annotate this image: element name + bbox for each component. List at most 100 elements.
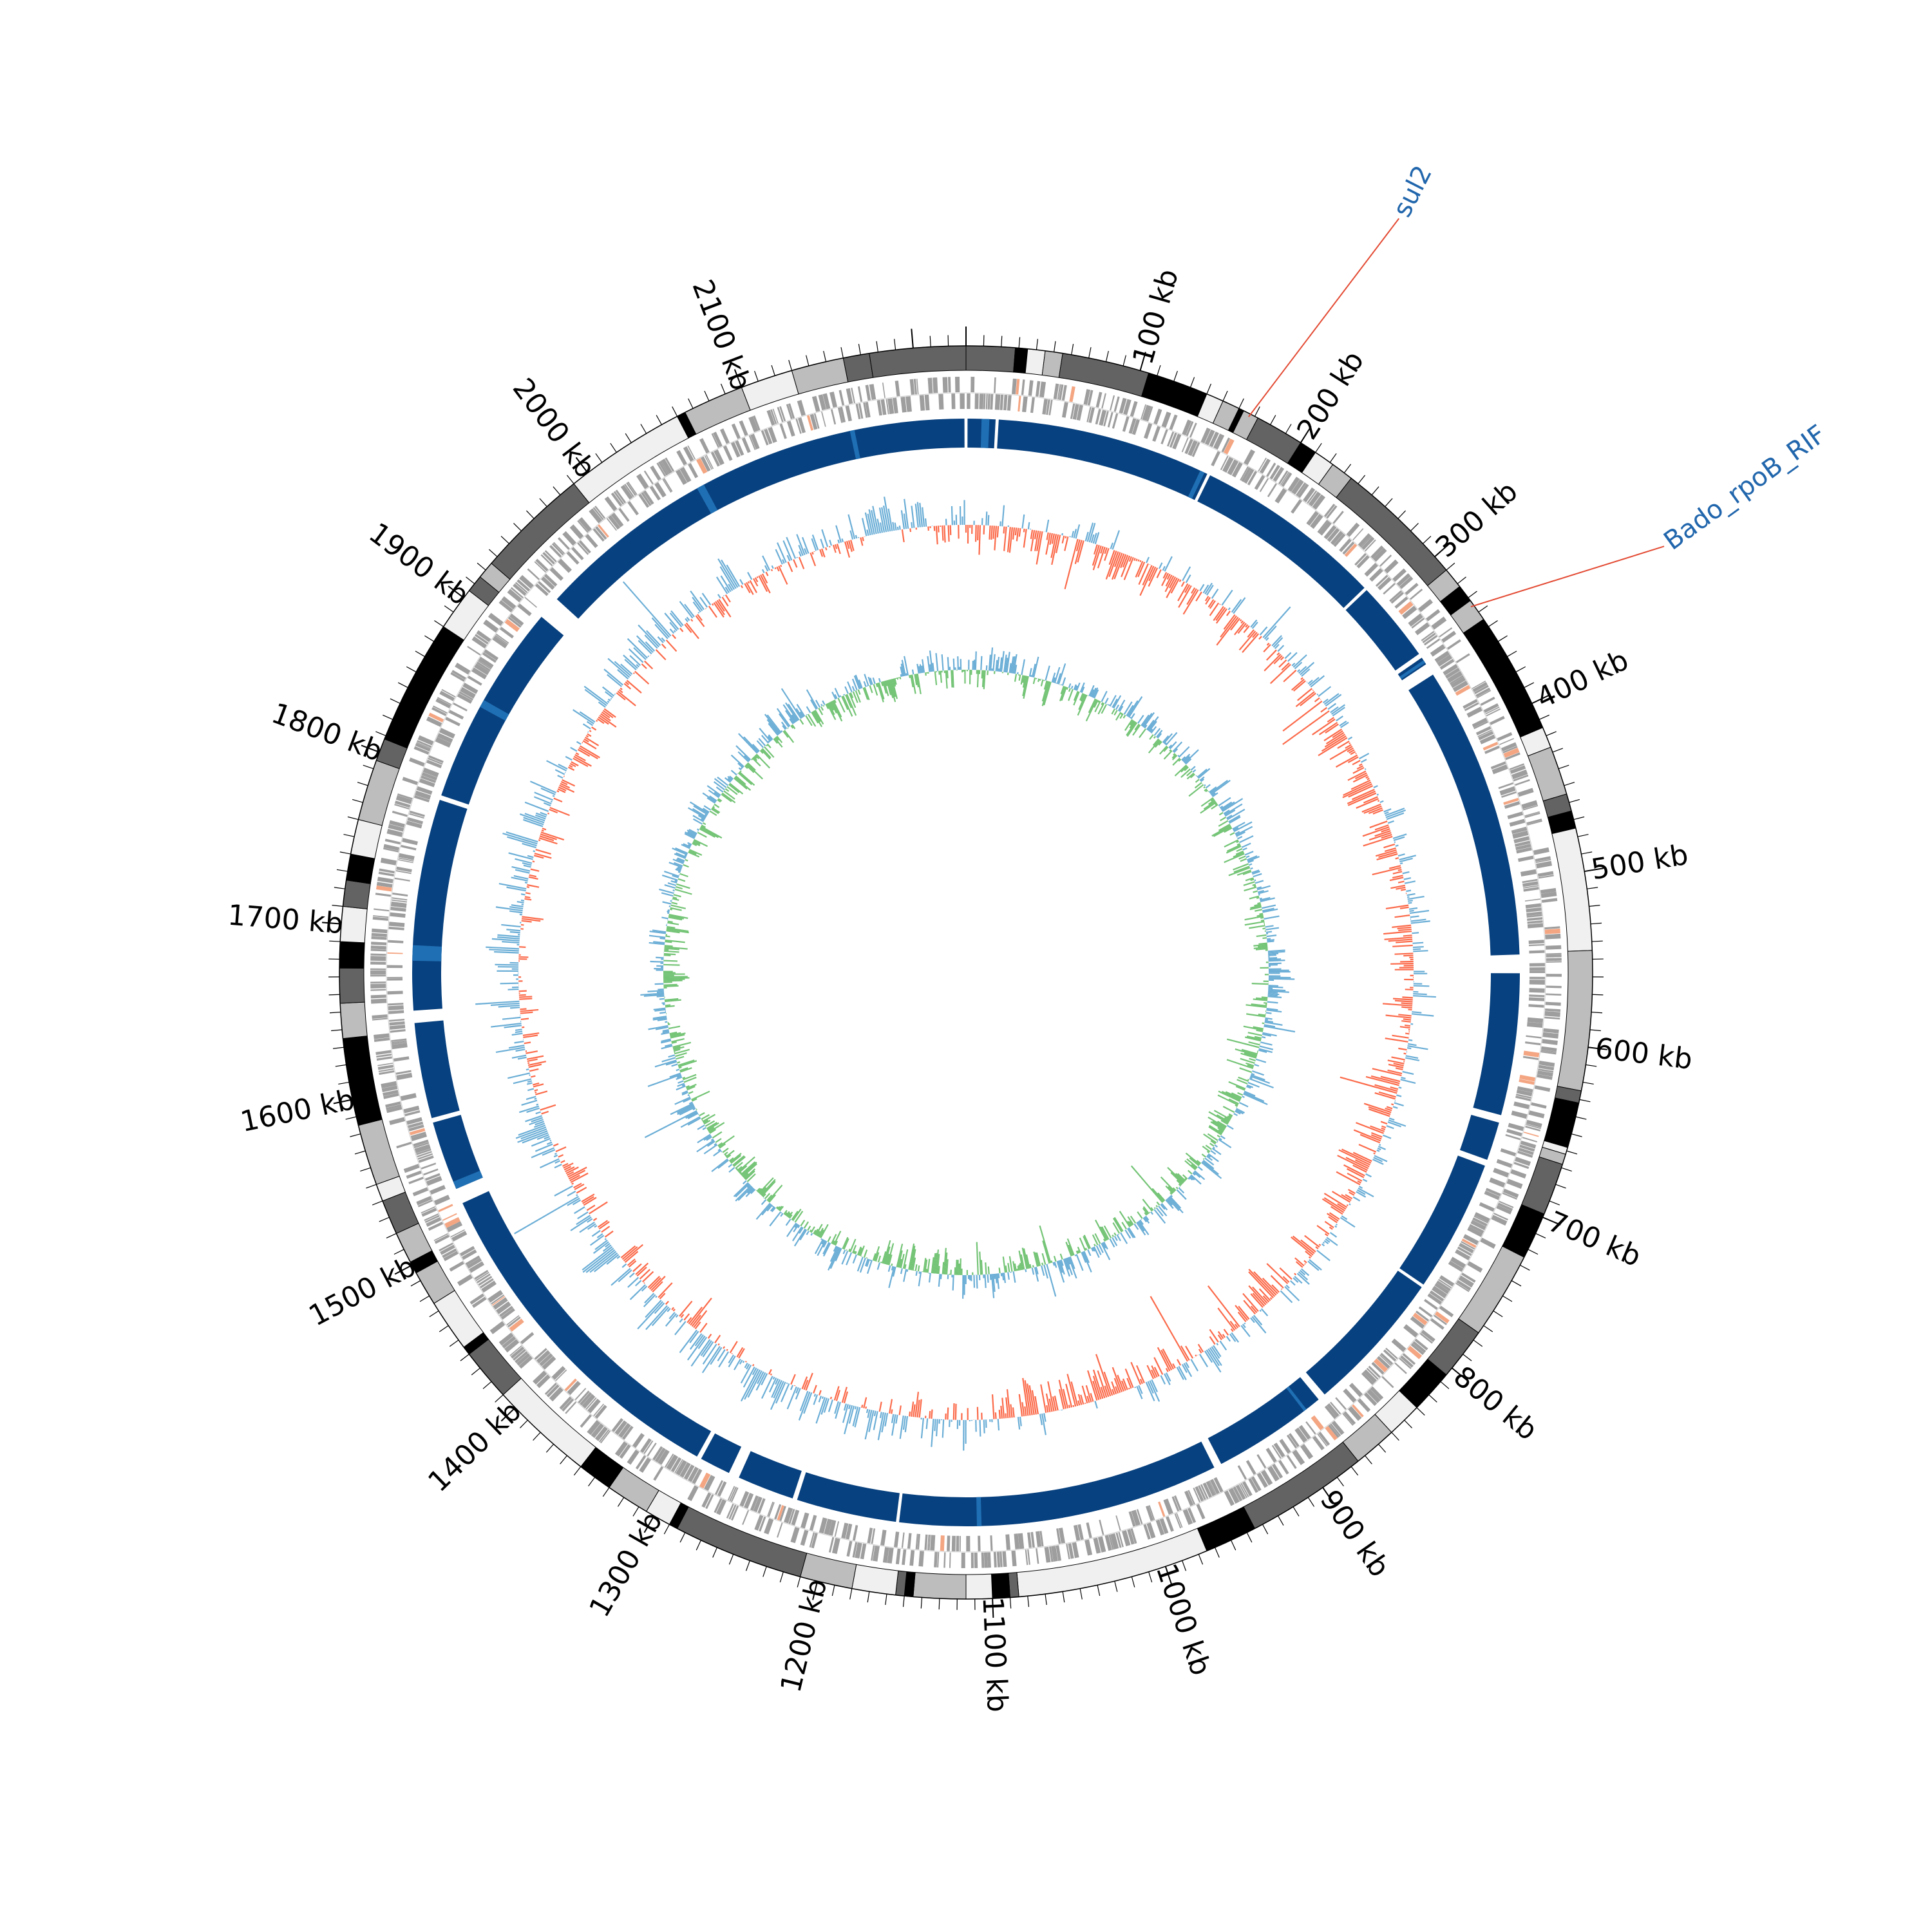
gene-feature <box>437 697 452 706</box>
gc-content-bar <box>1139 728 1146 739</box>
gc-content-bar <box>649 934 666 938</box>
gc-content-bar <box>858 679 863 688</box>
gc-content-bar <box>719 1143 726 1149</box>
minor-tick <box>466 576 475 584</box>
gene-feature <box>1039 381 1046 398</box>
gene-feature <box>1546 952 1562 955</box>
gc-content-bar <box>1054 1262 1057 1268</box>
gc-content-bar <box>663 985 679 987</box>
gc-content-bar <box>712 1131 723 1139</box>
gc-skew-bar <box>1282 710 1330 745</box>
gene-feature <box>1305 1421 1316 1435</box>
gene-feature <box>742 1510 750 1525</box>
gc-skew-bar <box>1003 526 1007 551</box>
gene-feature <box>1128 418 1137 434</box>
gc-content-bar <box>1224 803 1243 816</box>
gc-content-bar <box>1098 1244 1104 1253</box>
minor-tick <box>720 383 726 394</box>
gene-feature <box>1209 1479 1220 1495</box>
gc-content-bar <box>1257 889 1264 893</box>
gene-feature <box>402 838 418 846</box>
gene-feature <box>618 1423 631 1438</box>
gc-content-bar <box>940 670 942 683</box>
gc-skew-bar <box>1074 540 1083 564</box>
gc-skew-bar <box>1051 533 1056 544</box>
gene-feature <box>373 915 389 918</box>
gc-skew-bar <box>1007 527 1011 553</box>
gc-content-bar <box>742 1180 747 1185</box>
gc-skew-bar <box>1034 1396 1039 1415</box>
gene-feature <box>819 1517 828 1534</box>
gc-skew-bar <box>1220 615 1238 638</box>
gc-skew-bar <box>600 713 611 721</box>
gc-skew-bar <box>567 1190 576 1197</box>
gc-content-bar <box>704 813 708 817</box>
minor-tick <box>1582 1081 1594 1085</box>
gc-skew-bar <box>1135 558 1138 562</box>
gc-content-bar <box>1031 1267 1035 1275</box>
gene-feature <box>1048 399 1053 415</box>
gc-skew-bar <box>1104 1385 1110 1397</box>
gc-skew-bar <box>1345 744 1352 749</box>
gc-skew-bar <box>1394 1102 1404 1106</box>
gene-feature <box>1296 482 1307 497</box>
gene-feature <box>1343 1388 1357 1403</box>
gc-content-bar <box>900 674 902 677</box>
gene-feature <box>1328 1424 1340 1438</box>
gene-feature <box>1333 533 1346 547</box>
gc-skew-bar <box>1190 1359 1198 1372</box>
minor-tick <box>1589 1029 1601 1032</box>
gene-feature <box>871 1528 876 1544</box>
minor-tick <box>1391 1432 1399 1441</box>
gene-feature <box>495 633 509 644</box>
gc-skew-bar <box>1293 680 1306 692</box>
gc-skew-bar <box>1330 706 1339 714</box>
gc-skew-bar <box>1185 1361 1190 1368</box>
gene-feature <box>606 518 617 531</box>
gene-feature <box>1213 1477 1224 1493</box>
gc-skew-bar <box>1238 1305 1250 1320</box>
gene-feature <box>728 1504 737 1520</box>
gc-content-bar <box>665 935 670 938</box>
gc-content-bar <box>992 654 996 672</box>
gc-content-bar <box>758 1177 774 1194</box>
minor-tick <box>632 1506 639 1517</box>
minor-tick <box>1591 1012 1603 1014</box>
gc-content-bar <box>1014 674 1018 682</box>
gene-feature <box>407 817 424 825</box>
gc-skew-bar <box>891 1414 896 1436</box>
gc-content-bar <box>778 1206 782 1211</box>
gene-feature <box>406 1170 422 1179</box>
gc-skew-bar <box>524 898 532 901</box>
gene-feature <box>520 1332 535 1345</box>
gc-content-bar <box>916 673 922 694</box>
minor-tick <box>429 1311 439 1318</box>
gc-skew-bar <box>1401 1077 1406 1079</box>
gc-content-bar <box>1213 826 1232 837</box>
gene-feature <box>865 384 871 401</box>
gc-skew-bar <box>699 1323 708 1333</box>
minor-tick <box>849 1588 853 1600</box>
gc-skew-bar <box>776 566 780 572</box>
gc-content-bar <box>654 1059 677 1068</box>
gene-feature <box>1352 528 1364 541</box>
gc-content-bar <box>1199 776 1205 781</box>
gc-content-bar <box>1236 848 1243 852</box>
major-tick <box>575 457 589 473</box>
gc-skew-bar <box>798 556 805 569</box>
major-tick <box>1139 352 1146 371</box>
gc-skew-bar <box>1301 668 1311 677</box>
gene-feature <box>841 1522 849 1539</box>
gc-content-bar <box>1066 1257 1071 1265</box>
gc-skew-bar <box>578 747 598 760</box>
gc-skew-bar <box>628 648 644 663</box>
gc-skew-bar <box>1219 1340 1227 1351</box>
gene-feature <box>887 1548 894 1564</box>
gc-skew-bar <box>835 525 842 543</box>
gc-content-bar <box>1222 1106 1235 1113</box>
gc-content-bar <box>683 1097 692 1103</box>
gene-feature <box>600 1430 611 1444</box>
gene-feature <box>1537 1070 1553 1077</box>
gene-feature <box>846 1523 853 1540</box>
gc-skew-bar <box>1376 853 1398 861</box>
